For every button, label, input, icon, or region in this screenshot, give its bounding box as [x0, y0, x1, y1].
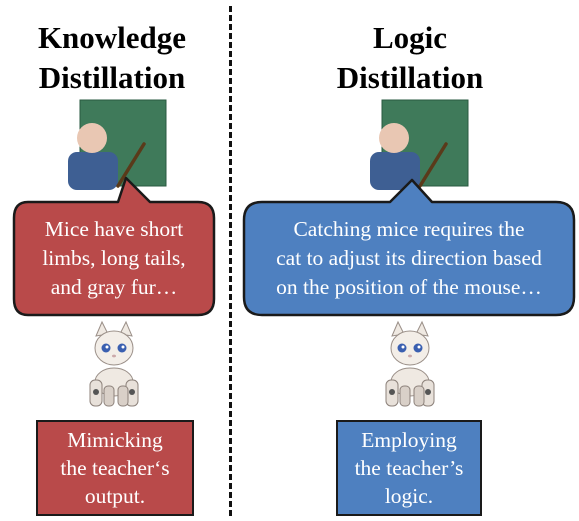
- right-speech-line-1: Catching mice requires the: [293, 217, 525, 241]
- left-output-line-1: Mimicking: [67, 428, 163, 452]
- right-output-line-2: the teacher’s: [354, 456, 464, 480]
- left-output-line-3: output.: [84, 484, 146, 508]
- left-output-line-2: the teacher‘s: [60, 456, 170, 480]
- right-output-line-1: Employing: [361, 428, 457, 452]
- left-title-line-2: Distillation: [38, 60, 186, 95]
- right-speech-line-3: on the position of the mouse…: [276, 275, 542, 299]
- right-title-line-1: Logic: [372, 20, 448, 55]
- right-title: Logic Distillation: [300, 18, 520, 98]
- left-speech-line-2: limbs, long tails,: [42, 246, 186, 270]
- left-title: Knowledge Distillation: [2, 18, 222, 98]
- teacher-icon: [68, 99, 167, 190]
- left-speech-bubble: [12, 176, 216, 317]
- robot-cat-icon: [385, 320, 435, 407]
- dashed-divider: [229, 6, 232, 516]
- right-output-box: Employing the teacher’s logic.: [336, 420, 482, 516]
- teacher-icon: [370, 99, 469, 190]
- left-speech-text: Mice have short limbs, long tails, and g…: [14, 215, 214, 302]
- left-speech-line-1: Mice have short: [44, 217, 184, 241]
- left-title-line-1: Knowledge: [37, 20, 187, 55]
- right-title-line-2: Distillation: [336, 60, 484, 95]
- right-speech-text: Catching mice requires the cat to adjust…: [244, 215, 574, 302]
- left-output-box: Mimicking the teacher‘s output.: [36, 420, 194, 516]
- right-speech-bubble: [242, 178, 576, 317]
- right-speech-line-2: cat to adjust its direction based: [276, 246, 542, 270]
- robot-cat-icon: [89, 320, 139, 407]
- right-output-line-3: logic.: [384, 484, 434, 508]
- left-speech-line-3: and gray fur…: [50, 275, 178, 299]
